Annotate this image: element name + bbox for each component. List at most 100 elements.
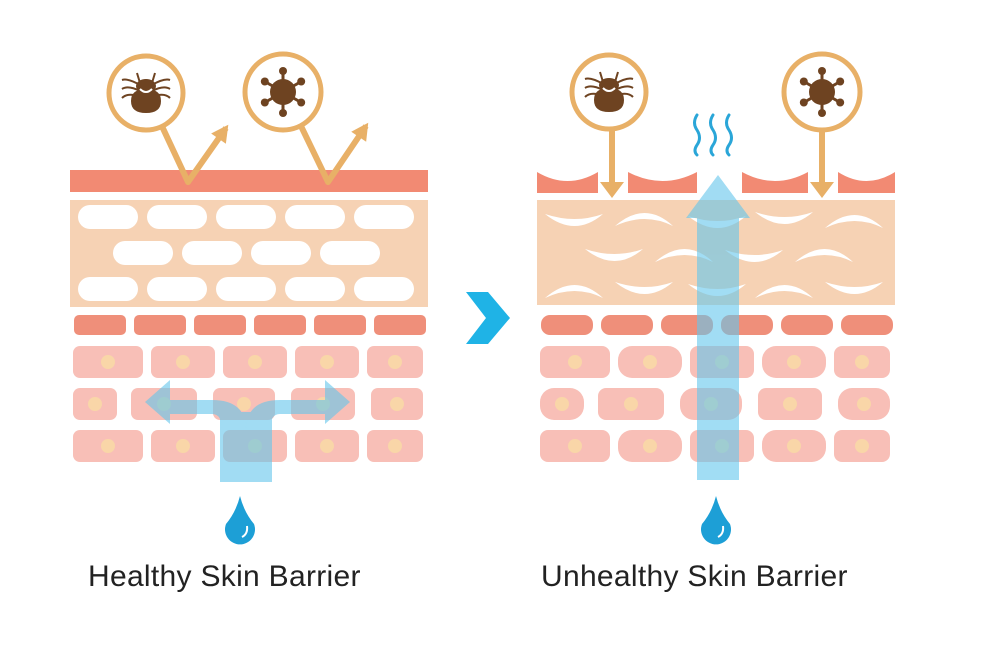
mite-mark bbox=[139, 88, 153, 93]
damaged-corneocyte bbox=[545, 214, 603, 226]
basal-cell bbox=[254, 315, 306, 335]
corneocyte bbox=[78, 205, 138, 229]
damaged-surface-segment bbox=[628, 172, 697, 193]
basal-cell bbox=[74, 315, 126, 335]
damaged-corneocyte bbox=[795, 249, 853, 262]
cell-nucleus bbox=[643, 355, 657, 369]
cell-nucleus bbox=[787, 355, 801, 369]
deflect-arrow bbox=[157, 120, 229, 185]
virus-spike-tip bbox=[260, 98, 269, 107]
cell-nucleus bbox=[101, 439, 115, 453]
basal-cell bbox=[841, 315, 893, 335]
virus-core bbox=[809, 79, 835, 105]
cell-nucleus bbox=[624, 397, 638, 411]
unhealthy-skin-panel bbox=[537, 51, 895, 545]
basal-cell bbox=[314, 315, 366, 335]
cell-nucleus bbox=[388, 355, 402, 369]
deflect-arrowhead bbox=[351, 122, 369, 142]
damaged-corneocyte bbox=[825, 215, 883, 228]
cell-nucleus bbox=[176, 439, 190, 453]
invasion-arrowhead bbox=[810, 182, 834, 198]
corneocyte bbox=[285, 205, 345, 229]
damaged-surface-segment bbox=[537, 172, 598, 193]
damaged-corneocyte bbox=[755, 285, 813, 298]
transition-arrow-icon bbox=[466, 292, 510, 344]
cell-nucleus bbox=[855, 439, 869, 453]
deflect-arrowhead bbox=[211, 124, 229, 144]
corneocyte bbox=[147, 277, 207, 301]
corneocyte bbox=[78, 277, 138, 301]
corneocyte bbox=[354, 277, 414, 301]
cell-nucleus bbox=[101, 355, 115, 369]
cell-nucleus bbox=[568, 439, 582, 453]
arrow-head bbox=[686, 175, 750, 218]
evaporation-icon bbox=[693, 113, 733, 157]
basal-cell bbox=[134, 315, 186, 335]
corneocyte bbox=[251, 241, 311, 265]
healthy-skin-panel bbox=[70, 51, 428, 545]
water-drop bbox=[225, 496, 256, 545]
damaged-corneocyte bbox=[825, 282, 883, 294]
virus-icon bbox=[242, 51, 324, 133]
drop-highlight bbox=[717, 525, 725, 538]
cell-nucleus bbox=[855, 355, 869, 369]
damaged-corneocyte bbox=[585, 249, 643, 261]
unhealthy-skin-caption: Unhealthy Skin Barrier bbox=[541, 560, 848, 593]
arrow-stem bbox=[697, 215, 739, 480]
virus-icon bbox=[781, 51, 863, 133]
healthy-skin-caption: Healthy Skin Barrier bbox=[88, 560, 361, 593]
virus-spike-tip bbox=[818, 109, 826, 117]
damaged-surface-segment bbox=[742, 172, 808, 193]
cell-nucleus bbox=[388, 439, 402, 453]
water-retention-arrow bbox=[145, 380, 350, 482]
cell-nucleus bbox=[248, 355, 262, 369]
virus-spike-tip bbox=[260, 77, 269, 86]
damaged-surface-segment bbox=[838, 172, 895, 193]
corneocyte bbox=[182, 241, 242, 265]
deflect-arrow bbox=[297, 122, 369, 185]
water-drop bbox=[701, 496, 731, 545]
corneocyte bbox=[216, 277, 276, 301]
mite-icon bbox=[106, 53, 186, 133]
basal-cell bbox=[601, 315, 653, 335]
virus-spike-tip bbox=[799, 98, 808, 107]
virus-spike-tip bbox=[836, 77, 845, 86]
corneocyte bbox=[216, 205, 276, 229]
cell-nucleus bbox=[857, 397, 871, 411]
cell-nucleus bbox=[88, 397, 102, 411]
virus-spike-tip bbox=[799, 77, 808, 86]
cell-nucleus bbox=[176, 355, 190, 369]
virus-spike-tip bbox=[279, 67, 287, 75]
virus-spike-tip bbox=[818, 67, 826, 75]
virus-spike-tip bbox=[297, 98, 306, 107]
damaged-corneocyte bbox=[725, 250, 783, 262]
surface-layer bbox=[70, 170, 428, 192]
cell-nucleus bbox=[555, 397, 569, 411]
arrow-right-branch bbox=[246, 380, 350, 430]
damaged-corneocyte bbox=[755, 212, 813, 224]
cell-nucleus bbox=[568, 355, 582, 369]
virus-core bbox=[270, 79, 296, 105]
corneocyte bbox=[320, 241, 380, 265]
mite-icon bbox=[569, 52, 649, 132]
virus-spike-tip bbox=[836, 98, 845, 107]
cell-nucleus bbox=[783, 397, 797, 411]
mite-mark bbox=[602, 87, 616, 92]
vapor-wave bbox=[725, 113, 733, 157]
corneocyte bbox=[113, 241, 173, 265]
corneocyte bbox=[285, 277, 345, 301]
vapor-wave bbox=[709, 113, 717, 157]
water-loss-arrow bbox=[686, 175, 750, 480]
water-drop-icon bbox=[225, 496, 256, 545]
corneocyte bbox=[354, 205, 414, 229]
damaged-corneocyte bbox=[615, 213, 673, 226]
vapor-wave bbox=[693, 113, 701, 157]
basal-cell bbox=[541, 315, 593, 335]
cell-nucleus bbox=[320, 355, 334, 369]
damaged-corneocyte bbox=[545, 285, 603, 298]
arrow-left-branch bbox=[145, 380, 246, 430]
cell-nucleus bbox=[787, 439, 801, 453]
corneocyte bbox=[147, 205, 207, 229]
basal-cell bbox=[194, 315, 246, 335]
